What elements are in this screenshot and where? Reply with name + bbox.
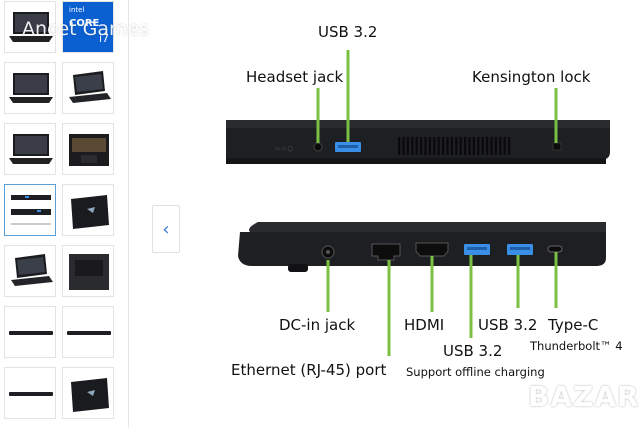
thumb-image (9, 392, 53, 396)
intel-badge-text: intel (69, 6, 85, 14)
usb-a-label: USB 3.2 (443, 342, 503, 360)
thumb-laptop-closed-side-2[interactable] (62, 306, 114, 358)
usb-top-label: USB 3.2 (318, 23, 378, 41)
thumb-keyboard-top[interactable] (62, 123, 114, 175)
thumb-laptop-closed-side[interactable] (4, 306, 56, 358)
thumb-image (71, 195, 109, 229)
bazar-watermark: BAZAR (528, 380, 640, 413)
chevron-left-icon: ‹ (162, 218, 170, 240)
thumb-image (9, 73, 53, 103)
type-c-label: Type-C (548, 316, 599, 334)
thumb-laptop-angle[interactable] (62, 62, 114, 114)
image-viewer (128, 0, 640, 428)
thumb-laptop-lid-top[interactable] (62, 367, 114, 419)
watermark-text: Ancet Games (22, 18, 150, 40)
thunderbolt-label: Thunderbolt™ 4 (530, 339, 623, 353)
thumb-image (69, 134, 109, 166)
thumb-image (9, 331, 53, 335)
thumb-image (63, 2, 113, 52)
thumb-image (71, 378, 109, 412)
intel-badge-text: i7 (99, 32, 110, 45)
offline-charging-label: Support offline charging (406, 365, 545, 379)
thumb-ports-diagram[interactable] (4, 184, 56, 236)
thumb-image (9, 134, 53, 164)
intel-badge-text: CORE (69, 18, 100, 29)
thumb-laptop-front[interactable] (4, 62, 56, 114)
thumb-laptop-lid-angle[interactable] (62, 184, 114, 236)
thumb-image (11, 254, 53, 286)
thumb-image (11, 195, 51, 225)
thumb-image (67, 331, 111, 335)
thumb-laptop-bottom[interactable] (62, 245, 114, 297)
dc-in-jack-label: DC-in jack (279, 316, 356, 334)
thumb-laptop-thin-side[interactable] (4, 367, 56, 419)
kensington-lock-label: Kensington lock (472, 68, 591, 86)
thumb-image (69, 71, 111, 103)
thumb-laptop-half-open[interactable] (4, 245, 56, 297)
thumb-image (69, 254, 109, 290)
usb-b-label: USB 3.2 (478, 316, 538, 334)
hdmi-label: HDMI (404, 316, 445, 334)
thumb-laptop-open-dark[interactable] (4, 123, 56, 175)
previous-image-button[interactable]: ‹ (152, 205, 180, 253)
ethernet-label: Ethernet (RJ-45) port (231, 361, 387, 379)
thumb-intel-core-i7-left[interactable] (4, 1, 56, 53)
thumb-image (9, 12, 53, 42)
headset-jack-label: Headset jack (246, 68, 344, 86)
